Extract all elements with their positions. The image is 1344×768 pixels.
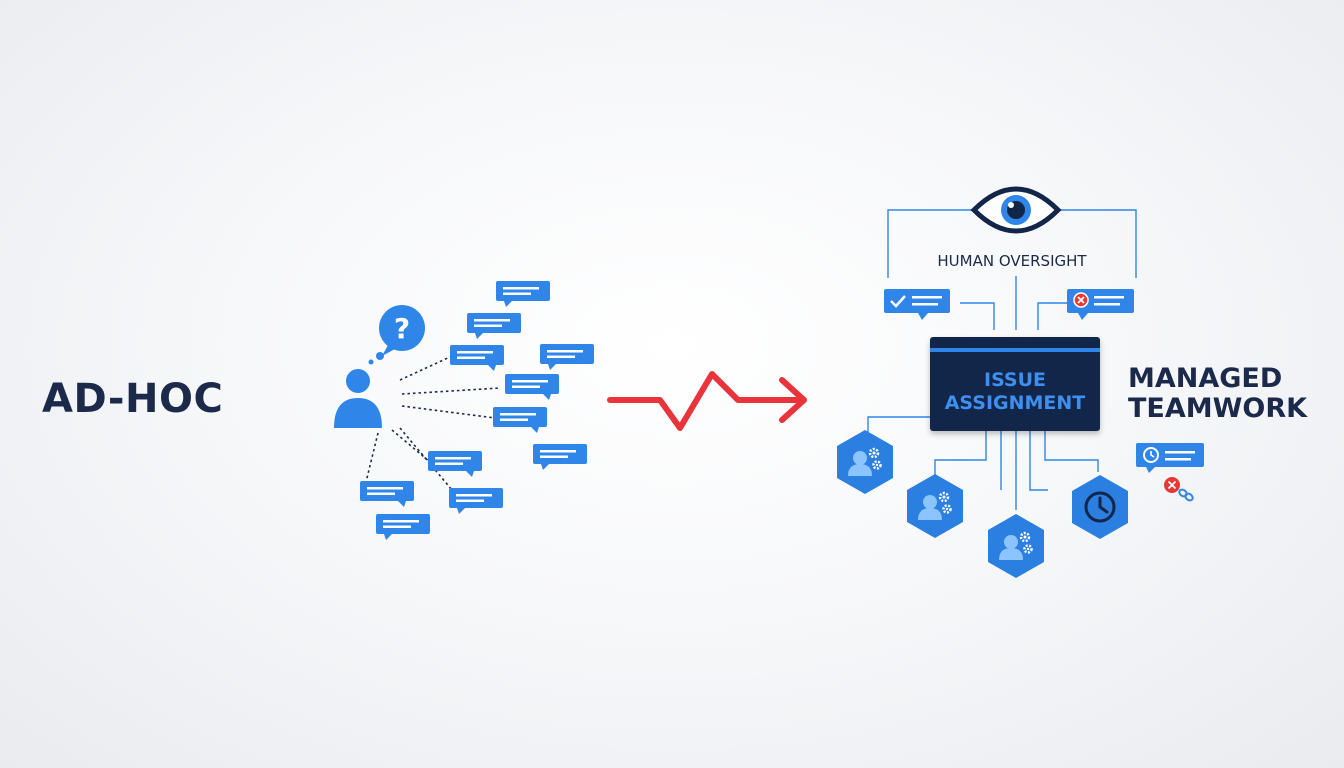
chat-bubble-icon xyxy=(449,488,503,514)
chat-bubble-icon xyxy=(505,374,559,400)
chat-bubble-icon xyxy=(533,444,587,470)
x-icon xyxy=(1164,477,1180,493)
person-icon xyxy=(334,369,382,428)
human-oversight-label: HUMAN OVERSIGHT xyxy=(937,252,1087,270)
chat-bubble-icon xyxy=(360,481,414,507)
clock-icon xyxy=(1072,475,1128,539)
broken-link xyxy=(1164,477,1194,502)
chat-bubble-icon xyxy=(493,407,547,433)
issue-assignment-box: ISSUE ASSIGNMENT xyxy=(930,337,1100,431)
ad-hoc-label: AD-HOC xyxy=(42,376,224,422)
ad-hoc-cluster: ? xyxy=(334,281,594,540)
question-bubble-icon: ? xyxy=(368,305,425,365)
chat-bubble-icon xyxy=(450,345,504,371)
person-gear-icon xyxy=(835,428,895,496)
link-icon xyxy=(1178,488,1194,502)
issue-box-accent-bar xyxy=(930,348,1100,352)
chat-bubble-icon xyxy=(540,344,594,370)
dotted-connectors xyxy=(365,355,501,491)
clock-icon xyxy=(1143,447,1159,463)
issue-assignment-label: ISSUE ASSIGNMENT xyxy=(944,369,1086,414)
approval-bubble xyxy=(884,289,950,320)
chat-bubble-icon xyxy=(467,313,521,339)
transition-arrow xyxy=(607,371,807,431)
oversight-bracket xyxy=(887,209,1137,330)
chat-bubble-icon xyxy=(496,281,550,307)
person-gear-icon xyxy=(986,512,1046,580)
person-gear-icon xyxy=(905,472,965,540)
check-icon xyxy=(890,295,906,308)
eye-icon xyxy=(970,186,1062,234)
svg-text:?: ? xyxy=(394,312,410,345)
chat-bubble-icon xyxy=(376,514,430,540)
chat-bubble-icon xyxy=(428,451,482,477)
timer-bubble xyxy=(1136,443,1204,473)
x-icon xyxy=(1073,292,1089,308)
managed-teamwork-label: MANAGED TEAMWORK xyxy=(1128,363,1308,424)
rejection-bubble xyxy=(1067,289,1134,320)
team-connectors xyxy=(867,416,1099,510)
